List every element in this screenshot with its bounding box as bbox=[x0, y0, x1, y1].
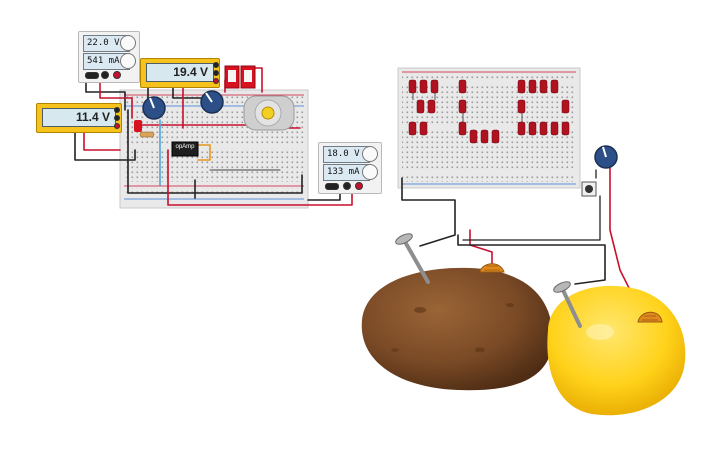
meter-terminal[interactable] bbox=[213, 62, 219, 68]
power-supply-center[interactable]: 18.0 V 133 mA bbox=[318, 142, 382, 194]
meter-terminal[interactable] bbox=[114, 107, 120, 113]
nail-electrode-potato[interactable] bbox=[394, 232, 430, 284]
meter-reading: 11.4 V bbox=[42, 108, 116, 127]
pushbutton[interactable] bbox=[581, 181, 597, 197]
multimeter-top[interactable]: 19.4 V bbox=[140, 58, 220, 88]
resistor[interactable] bbox=[139, 131, 155, 138]
power-supply-top-left[interactable]: 22.0 V 541 mA bbox=[78, 31, 140, 83]
dc-motor[interactable] bbox=[243, 95, 295, 131]
copper-electrode-potato[interactable] bbox=[479, 263, 505, 273]
meter-terminal[interactable] bbox=[114, 115, 120, 121]
breadboard-right[interactable] bbox=[397, 67, 581, 189]
meter-terminal[interactable] bbox=[114, 123, 120, 129]
led-array[interactable] bbox=[408, 79, 570, 144]
current-knob[interactable] bbox=[362, 164, 378, 180]
supply-switch[interactable] bbox=[85, 72, 99, 79]
positive-terminal[interactable] bbox=[113, 71, 121, 79]
meter-terminal[interactable] bbox=[213, 70, 219, 76]
potato[interactable] bbox=[361, 267, 553, 391]
potentiometer-3[interactable] bbox=[594, 145, 618, 169]
voltage-knob[interactable] bbox=[362, 146, 378, 162]
meter-reading: 19.4 V bbox=[146, 63, 214, 82]
negative-terminal[interactable] bbox=[101, 71, 109, 79]
supply-switch[interactable] bbox=[325, 183, 339, 190]
multimeter-left[interactable]: 11.4 V bbox=[36, 103, 122, 133]
opamp-label: opAmp bbox=[175, 144, 195, 150]
potentiometer-2[interactable] bbox=[200, 90, 224, 114]
nail-electrode-lemon[interactable] bbox=[552, 280, 582, 328]
opamp-chip[interactable] bbox=[171, 141, 199, 157]
supply-current-display: 541 mA bbox=[83, 53, 130, 70]
supply-voltage-display: 22.0 V bbox=[83, 35, 130, 52]
slide-switches[interactable] bbox=[224, 65, 256, 89]
small-led[interactable] bbox=[134, 120, 142, 132]
current-knob[interactable] bbox=[120, 53, 136, 69]
positive-terminal[interactable] bbox=[355, 182, 363, 190]
meter-terminal[interactable] bbox=[213, 78, 219, 84]
copper-electrode-lemon[interactable] bbox=[637, 311, 663, 323]
potentiometer-1[interactable] bbox=[142, 96, 166, 120]
negative-terminal[interactable] bbox=[343, 182, 351, 190]
voltage-knob[interactable] bbox=[120, 35, 136, 51]
